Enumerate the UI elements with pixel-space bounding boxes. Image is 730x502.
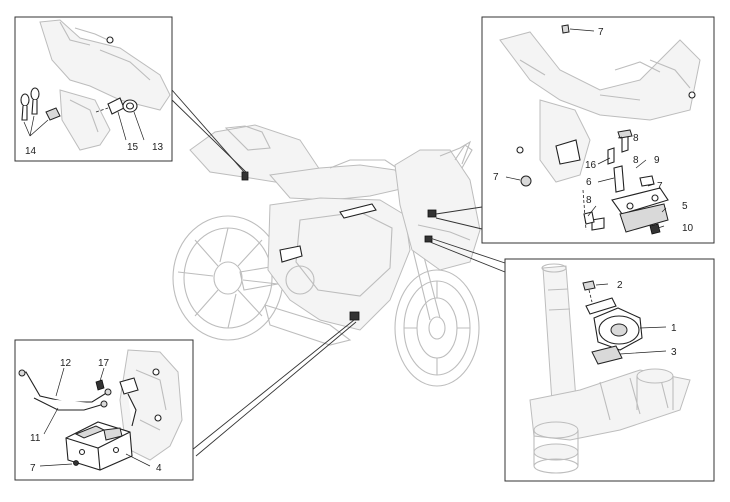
detail-box-ecu: 12 17 11 7 4 xyxy=(14,339,194,481)
callout-14: 14 xyxy=(25,146,37,157)
bike-bracket xyxy=(279,245,303,263)
leader-connectors xyxy=(171,89,506,457)
part-14-key-set xyxy=(20,87,61,137)
part-3-bracket xyxy=(591,345,623,365)
part-8-16-6-screws xyxy=(582,129,633,231)
detail-box-tail: 14 15 13 xyxy=(14,16,173,162)
callout-5: 5 xyxy=(682,201,688,212)
part-1-horn xyxy=(585,297,643,351)
rear-wheel xyxy=(172,215,284,341)
callout-7-right: 7 xyxy=(657,181,663,192)
callout-2: 2 xyxy=(617,280,623,291)
callout-8-c: 8 xyxy=(586,195,592,206)
callout-7-top: 7 xyxy=(598,27,604,38)
detail-box-horn: 2 1 3 xyxy=(504,258,715,482)
part-7-screw xyxy=(73,460,79,466)
bike-component-lower xyxy=(349,311,360,321)
callout-10: 10 xyxy=(682,223,694,234)
part-2-screw xyxy=(582,280,596,303)
callout-17: 17 xyxy=(98,358,110,369)
callout-8-a: 8 xyxy=(633,133,639,144)
callout-3: 3 xyxy=(671,347,677,358)
callout-12: 12 xyxy=(60,358,72,369)
detail-box-front-bracket: 7 8 16 8 6 9 7 7 8 5 10 xyxy=(481,16,715,244)
part-5-9-plate xyxy=(520,24,669,235)
bike-component-front xyxy=(427,209,437,218)
bike-component-tail xyxy=(241,171,249,181)
callout-6: 6 xyxy=(586,177,592,188)
callout-9: 9 xyxy=(654,155,660,166)
part-11-12-harness xyxy=(18,369,139,427)
callout-11: 11 xyxy=(30,433,41,444)
callout-15: 15 xyxy=(127,142,139,153)
part-15-13-lock xyxy=(95,97,145,141)
callout-13: 13 xyxy=(152,142,164,153)
front-wheel xyxy=(394,269,480,387)
bike-wiring-harness xyxy=(339,203,377,219)
callout-1: 1 xyxy=(671,323,677,334)
callout-8-b: 8 xyxy=(633,155,639,166)
part-4-control-unit xyxy=(65,421,133,471)
callout-7-left: 7 xyxy=(493,172,499,183)
callout-4: 4 xyxy=(156,463,162,474)
callout-16: 16 xyxy=(585,160,597,171)
callout-7-bottom: 7 xyxy=(30,463,36,474)
bike-component-horn xyxy=(424,235,433,243)
motorcycle-ghost xyxy=(172,124,481,387)
